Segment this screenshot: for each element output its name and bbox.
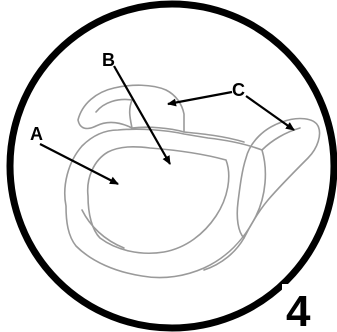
callout-b-label: B (102, 50, 115, 70)
callout-c-label: C (232, 80, 245, 100)
frame-circle (10, 4, 334, 328)
callout-a-label: A (30, 124, 43, 144)
step-number: 4 (286, 287, 311, 332)
